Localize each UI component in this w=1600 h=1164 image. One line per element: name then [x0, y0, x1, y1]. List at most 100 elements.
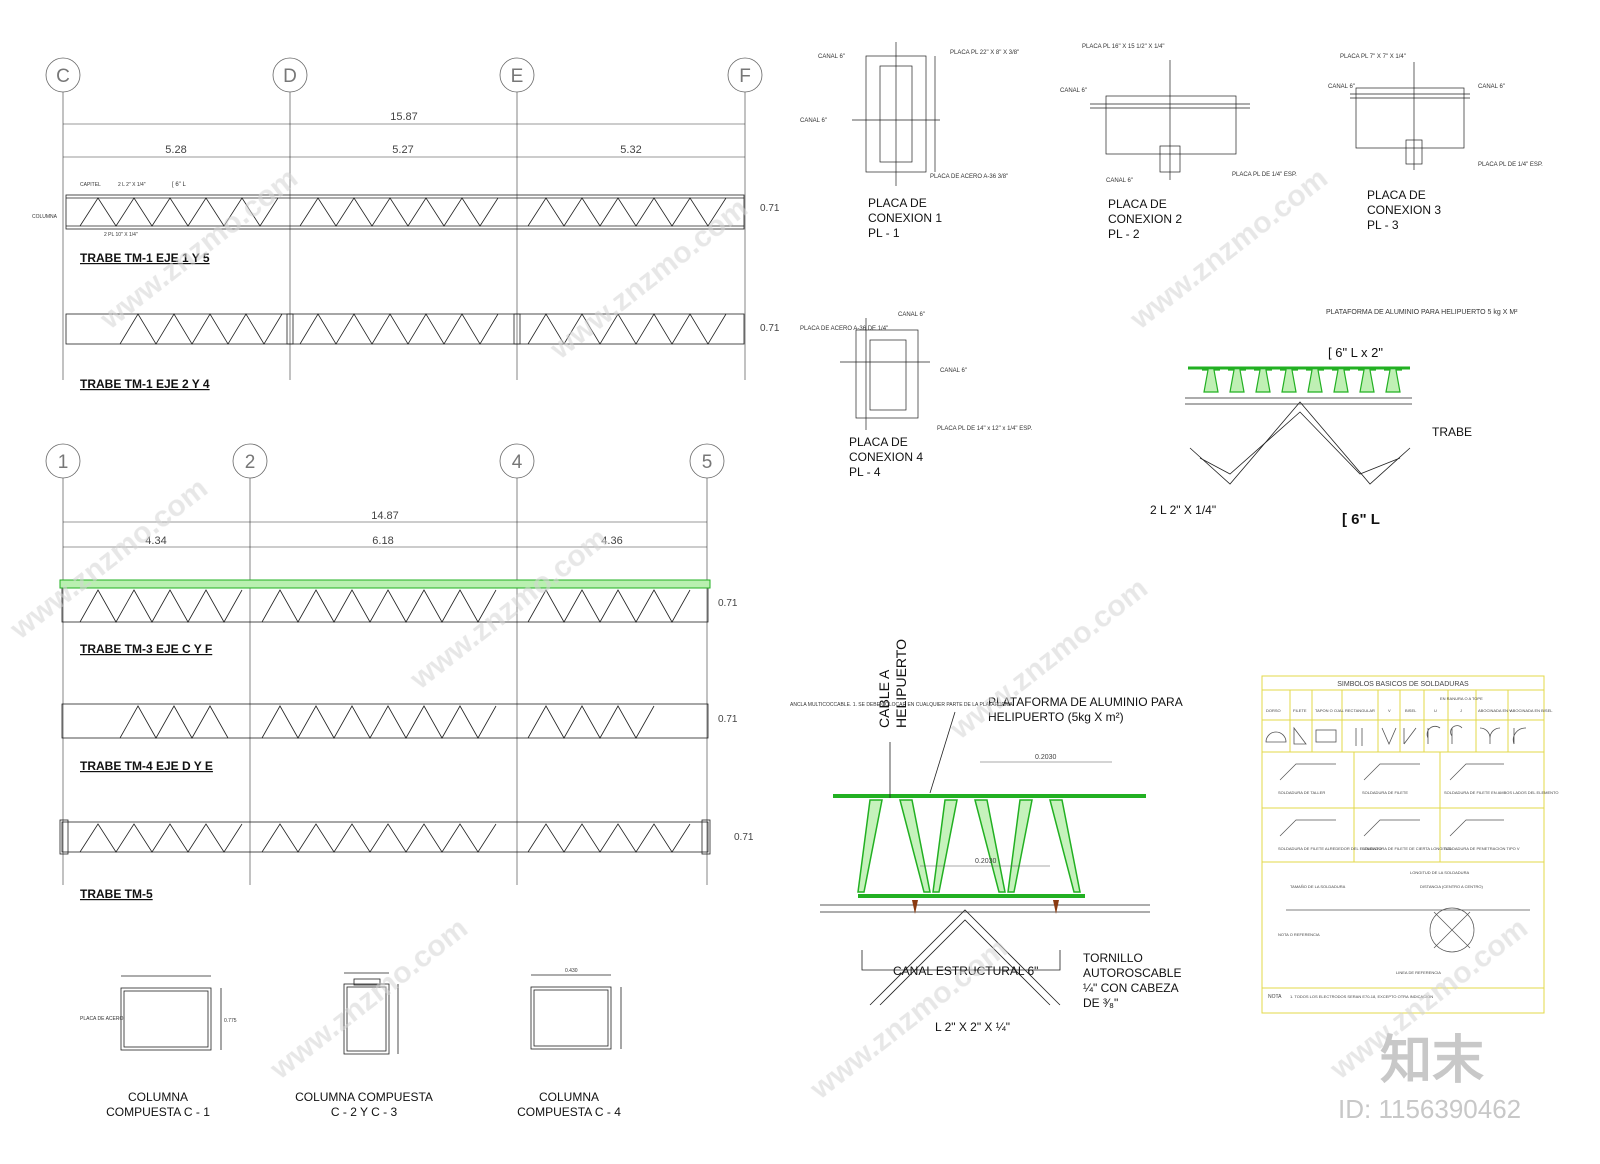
weld-header-5: BISEL — [1405, 708, 1417, 713]
connection-pl1-detail — [852, 42, 940, 186]
helipad-large-screw-2: AUTOROSCABLE — [1083, 966, 1181, 980]
helipad-small-angle: 2 L 2" X 1/4" — [1150, 503, 1216, 517]
axis-label-5: 5 — [702, 452, 713, 473]
beam-height-4: 0.71 — [718, 714, 738, 725]
pl2-title-1: PLACA DE — [1108, 197, 1167, 211]
column-c4-section — [530, 974, 622, 1050]
weld-example-5: SOLDADURA DE PENETRACION TIPO V — [1444, 846, 1520, 851]
pl2-title-2: CONEXION 2 — [1108, 212, 1182, 226]
dim-span-b3: 4.36 — [601, 535, 622, 547]
weld-header-2: TAPON O OJAL — [1315, 708, 1345, 713]
beam-height-5: 0.71 — [734, 832, 754, 843]
pl4-note-plate: PLACA PL DE 14" x 12" x 1/4" ESP. — [937, 426, 1032, 432]
beam-note-capitel: CAPITEL — [80, 182, 101, 188]
beam-title-tm5: TRABE TM-5 — [80, 887, 153, 901]
pl2-note-canal-2: CANAL 6" — [1106, 178, 1133, 184]
beam-tm1-eje2y4 — [65, 313, 745, 345]
pl1-title-3: PL - 1 — [868, 226, 900, 240]
beam-tm1-eje1y5 — [65, 194, 745, 230]
pl3-note-canal: CANAL 6" — [1328, 84, 1355, 90]
weld-ref-4: LINEA DE REFERENCIA — [1396, 970, 1441, 975]
beam-note-chord: 2 L 2" X 1/4" — [118, 182, 146, 188]
helipad-large-cable-2: HELIPUERTO — [893, 639, 909, 728]
weld-example-3: SOLDADURA DE FILETE ALREDEDOR DEL ELEMEN… — [1278, 846, 1382, 851]
helipad-large-platform-2: HELIPUERTO (5kg X m²) — [988, 710, 1124, 724]
beam-tm4 — [61, 703, 709, 739]
dim-span-2: 5.27 — [392, 144, 413, 156]
weld-ref-3: NOTA O REFERENCIA — [1278, 932, 1320, 937]
beam-height-3: 0.71 — [718, 598, 738, 609]
beam-tm5 — [59, 819, 711, 855]
axis-label-c: C — [56, 66, 70, 87]
dim-span-3: 5.32 — [620, 144, 641, 156]
pl1-note-canal: CANAL 6" — [818, 54, 845, 60]
weld-table — [1261, 675, 1545, 1014]
weld-symbol-row — [1265, 725, 1527, 746]
beam-title-tm1-a: TRABE TM-1 EJE 1 Y 5 — [80, 251, 210, 265]
weld-header-0: DORSO — [1266, 708, 1281, 713]
dim-span-b1: 4.34 — [145, 535, 166, 547]
pl3-note-esp: PLACA PL DE 1/4" ESP. — [1478, 162, 1543, 168]
pl1-note-canal-2: CANAL 6" — [800, 118, 827, 124]
axes-top — [45, 57, 763, 380]
column-note-dim1: 0.775 — [224, 1018, 237, 1024]
dim-total-top: 15.87 — [390, 111, 418, 123]
beam-title-tm1-b: TRABE TM-1 EJE 2 Y 4 — [80, 377, 210, 391]
connection-pl3-detail — [1350, 62, 1470, 170]
helipad-small-trabe: TRABE — [1432, 425, 1472, 439]
helipad-large-cable-1: CABLE A — [876, 669, 892, 728]
column-c1-label-1: COLUMNA — [128, 1090, 188, 1104]
axis-label-4: 4 — [512, 452, 523, 473]
helipad-large-dim-mid: 0.2030 — [975, 858, 997, 865]
column-c4-label-2: COMPUESTA C - 4 — [517, 1105, 621, 1119]
helipad-large-dim-lines — [920, 761, 1112, 867]
dimension-lines-top — [63, 123, 745, 158]
pl1-note-plate: PLACA PL 22" X 8" X 3/8" — [950, 50, 1019, 56]
axes-bottom — [45, 443, 725, 885]
helipad-large-screw-3: ¼" CON CABEZA — [1083, 981, 1179, 995]
weld-ref-1: LONGITUD DE LA SOLDADURA — [1410, 870, 1469, 875]
axis-label-2: 2 — [245, 452, 256, 473]
dimension-lines-bottom — [63, 521, 707, 548]
helipad-large-section — [820, 711, 1150, 1006]
beam-note-columna: COLUMNA — [32, 214, 58, 220]
beam-note-plate: 2 PL 10" X 1/4" — [104, 232, 138, 238]
watermark-id: ID: 1156390462 — [1338, 1094, 1521, 1124]
beam-note-channel: [ 6" L — [172, 182, 186, 188]
beam-height-2: 0.71 — [760, 323, 780, 334]
column-c1-label-2: COMPUESTA C - 1 — [106, 1105, 210, 1119]
axis-label-f: F — [739, 66, 751, 87]
pl2-note-canal: CANAL 6" — [1060, 88, 1087, 94]
weld-header-1: FILETE — [1293, 708, 1307, 713]
helipad-small-title: PLATAFORMA DE ALUMINIO PARA HELIPUERTO 5… — [1326, 309, 1518, 316]
helipad-large-angle: L 2" X 2" X ¼" — [935, 1020, 1010, 1034]
helipad-small-section — [1185, 366, 1412, 485]
beam-title-tm3: TRABE TM-3 EJE C Y F — [80, 642, 212, 656]
column-note-placa: PLACA DE ACERO — [80, 1016, 123, 1022]
weld-example-lines — [1279, 763, 1530, 953]
pl1-title-1: PLACA DE — [868, 196, 927, 210]
weld-ref-0: TAMAÑO DE LA SOLDADURA — [1290, 884, 1346, 889]
pl2-title-3: PL - 2 — [1108, 227, 1140, 241]
pl1-note-acero: PLACA DE ACERO A-36 3/8" — [930, 174, 1008, 180]
weld-nota-text: 1. TODOS LOS ELECTRODOS SERAN E70-18, EX… — [1290, 994, 1433, 999]
helipad-platform-strip — [59, 579, 711, 589]
pl3-note-plate: PLACA PL 7" X 7" X 1/4" — [1340, 54, 1406, 60]
pl4-title-3: PL - 4 — [849, 465, 881, 479]
weld-table-group-header: EN RANURA O A TOPE — [1440, 696, 1483, 701]
helipad-large-screw-1: TORNILLO — [1083, 951, 1143, 965]
dim-span-1: 5.28 — [165, 144, 186, 156]
column-c2-section — [343, 972, 399, 1055]
weld-example-0: SOLDADURA DE TALLER — [1278, 790, 1325, 795]
pl4-note-canal: CANAL 6" — [898, 312, 925, 318]
pl3-title-2: CONEXION 3 — [1367, 203, 1441, 217]
weld-header-4: V — [1388, 708, 1391, 713]
weld-example-1: SOLDADURA DE FILETE — [1362, 790, 1408, 795]
weld-nota-label: NOTA — [1268, 994, 1282, 1000]
weld-header-3: RECTANGULAR — [1345, 708, 1375, 713]
pl3-title-3: PL - 3 — [1367, 218, 1399, 232]
column-note-dim2: 0.430 — [565, 968, 578, 974]
column-c1-section — [120, 975, 222, 1051]
weld-example-2: SOLDADURA DE FILETE EN AMBOS LADOS DEL E… — [1444, 790, 1558, 795]
